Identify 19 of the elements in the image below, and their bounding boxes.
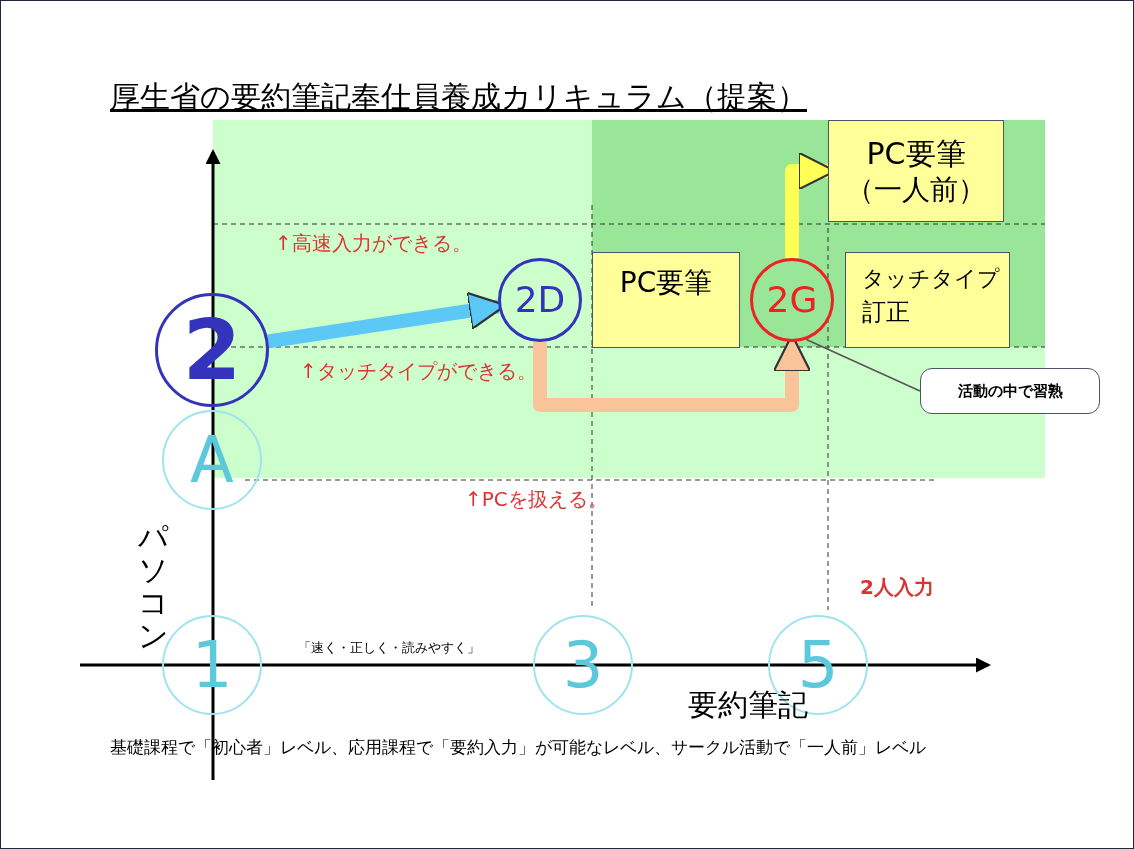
caption: 基礎課程で「初心者」レベル、応用課程で「要約入力」が可能なレベル、サークル活動で「一人前」レベル [110, 736, 926, 759]
node-text: 2G [766, 278, 818, 322]
node-text: タッチタイプ [862, 265, 1000, 293]
stage-box [828, 120, 1004, 222]
level-note: ↑タッチタイプができる。 [300, 358, 537, 385]
stage-box [845, 252, 1010, 348]
stage-box [592, 252, 740, 348]
node-text: 訂正 [862, 296, 910, 327]
level-note: ↑PCを扱える。 [465, 486, 608, 513]
node-text: （一人前） [846, 172, 986, 208]
node-text: 活動の中で習熟 [957, 380, 1063, 402]
node-text: PC要筆 [619, 265, 713, 300]
axis-note: 「速く・正しく・読みやすく」 [298, 639, 480, 657]
node-text: PC要筆 [866, 134, 966, 173]
node-text: 2D [514, 278, 566, 322]
level-note: ↑高速入力ができる。 [275, 230, 472, 257]
level-note: 2人入力 [860, 574, 934, 601]
speech-bubble [920, 368, 1100, 414]
axis-label: パソコン [138, 520, 168, 652]
